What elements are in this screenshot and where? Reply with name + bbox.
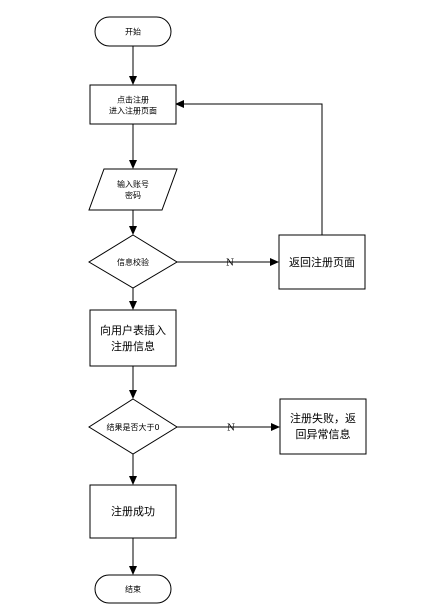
edge-click-register-to-input: [129, 124, 137, 169]
edge-return-to-click-register: [175, 100, 323, 235]
input-account-line-2: 密码: [125, 190, 141, 200]
input-account-node: 输入账号 密码: [88, 168, 178, 211]
register-fail-line-1: 注册失败，返: [290, 411, 356, 425]
verify-info-label: 信息校验: [117, 257, 149, 267]
result-check-label: 结果是否大于0: [106, 422, 159, 432]
insert-user-node: 向用户表插入 注册信息: [89, 309, 177, 367]
click-register-node: 点击注册 进入注册页面: [89, 84, 177, 125]
input-account-line-1: 输入账号: [117, 179, 149, 189]
register-success-label: 注册成功: [111, 504, 155, 518]
edge-result-no-to-fail: [177, 423, 280, 431]
edge-result-to-success: [129, 454, 137, 485]
edge-insert-to-result: [129, 366, 137, 399]
edge-verify-no-to-return: [177, 258, 279, 266]
insert-user-line-1: 向用户表插入: [100, 323, 166, 337]
register-fail-node: 注册失败，返 回异常信息: [279, 398, 367, 455]
register-fail-line-2: 回异常信息: [296, 427, 351, 441]
edge-label-verify-no: N: [226, 259, 234, 269]
register-success-node: 注册成功: [89, 484, 177, 539]
return-register-node: 返回注册页面: [278, 234, 366, 290]
edge-success-to-end: [129, 538, 137, 575]
edge-label-result-no: N: [227, 424, 235, 434]
end-node: 结束: [94, 574, 172, 604]
start-node: 开始: [94, 16, 172, 47]
edge-start-to-click-register: [129, 46, 137, 85]
result-check-decision: 结果是否大于0: [88, 398, 178, 455]
verify-info-decision: 信息校验: [88, 234, 178, 289]
click-register-line-2: 进入注册页面: [109, 106, 157, 116]
return-register-label: 返回注册页面: [289, 255, 355, 269]
edge-input-to-verify: [129, 210, 137, 235]
start-label: 开始: [125, 27, 141, 37]
click-register-line-1: 点击注册: [117, 95, 149, 105]
edge-verify-to-insert: [129, 288, 137, 310]
insert-user-line-2: 注册信息: [111, 339, 155, 353]
end-label: 结束: [125, 584, 141, 594]
